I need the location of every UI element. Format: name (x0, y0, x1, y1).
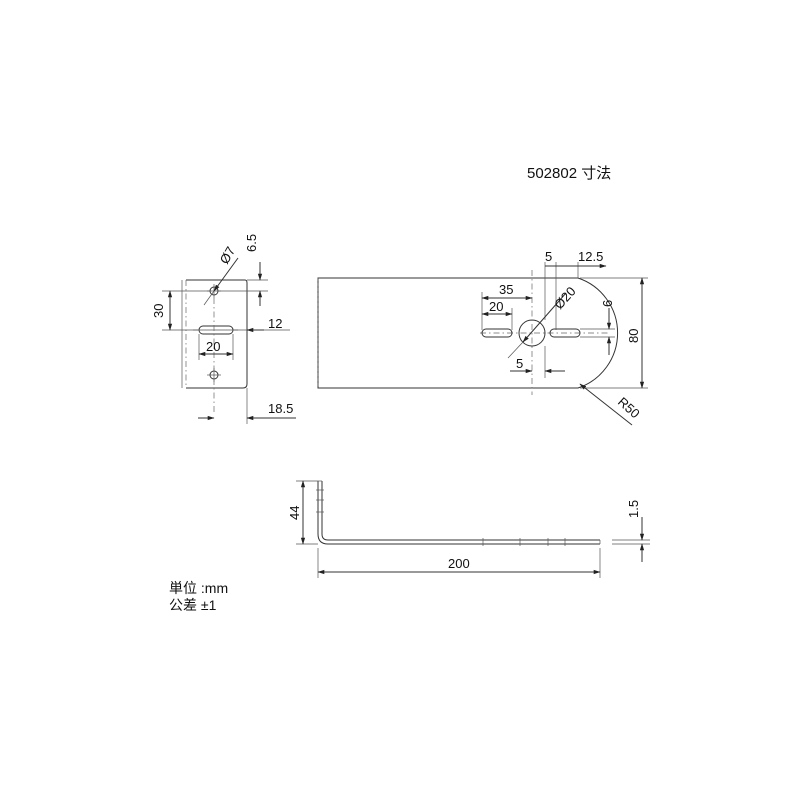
dim-thickness: 1.5 (626, 500, 641, 518)
dim-slot-gap: 5 (545, 249, 552, 264)
dim-height: 44 (287, 506, 302, 520)
dim-slot-offset: 12 (268, 316, 282, 331)
dim-hole-dia-small: Ø7 (217, 244, 239, 267)
plate-view: 5 12.5 35 20 Ø20 6 80 5 R (317, 249, 648, 426)
dim-center-gap: 5 (516, 356, 523, 371)
dim-slot-width: 6 (600, 300, 615, 307)
flange-view: 30 Ø7 6.5 12 20 18.5 (151, 234, 296, 424)
dim-hole-offset: 6.5 (244, 234, 259, 252)
unit-note: 単位 :mm (169, 580, 229, 596)
dim-plate-width: 80 (626, 329, 641, 343)
dim-slot-length-side: 20 (206, 339, 220, 354)
tolerance-note: 公差 ±1 (169, 597, 217, 613)
dim-hole-dia-large: Ø20 (551, 284, 579, 312)
dim-flange-width: 18.5 (268, 401, 293, 416)
slot-right (549, 328, 581, 338)
slot-left (481, 328, 513, 338)
dim-slot-to-center: 35 (499, 282, 513, 297)
dim-length: 200 (448, 556, 470, 571)
profile-view: 44 1.5 200 (287, 480, 650, 578)
dim-radius: R50 (615, 394, 643, 421)
dim-edge-to-slot: 12.5 (578, 249, 603, 264)
dim-hole-spacing: 30 (151, 304, 166, 318)
dim-slot-length-main: 20 (489, 299, 503, 314)
drawing-title: 502802 寸法 (527, 165, 611, 182)
